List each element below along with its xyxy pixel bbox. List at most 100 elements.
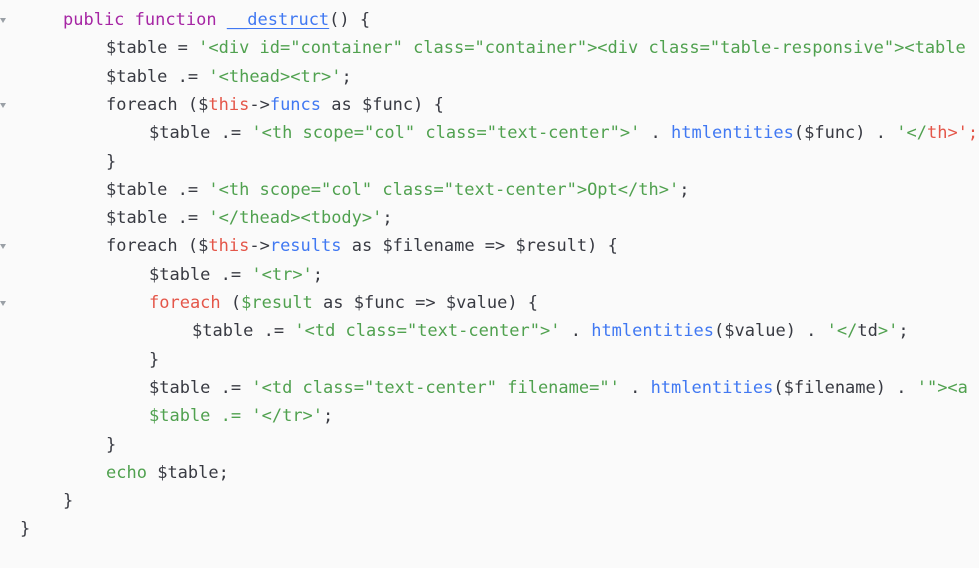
code-token: -> <box>249 236 270 257</box>
code-token: ) . <box>785 321 827 342</box>
fold-arrow-icon[interactable] <box>0 18 6 23</box>
code-token: $table <box>106 66 168 87</box>
code-token: public <box>63 10 125 30</box>
code-token: th>'; <box>926 123 979 144</box>
code-line: $table .= '<td class="text-center">' . h… <box>192 317 909 345</box>
code-token: $result <box>241 293 313 313</box>
code-token: $filename <box>783 377 876 398</box>
code-token: => <box>404 293 446 313</box>
code-token: $table <box>149 377 211 398</box>
code-token: td <box>857 321 878 342</box>
code-token: '<th scope="col" class="text-center">Opt… <box>208 179 680 200</box>
code-token: ; <box>679 179 690 200</box>
code-token: __destruct <box>226 10 330 30</box>
code-token: . <box>560 321 592 342</box>
code-token: ) { <box>507 293 539 313</box>
code-token: } <box>149 349 160 370</box>
code-token: ) . <box>855 123 897 144</box>
code-token: '"><a href="#" <box>916 377 979 398</box>
code-line: } <box>20 515 30 543</box>
code-token: . <box>640 123 672 144</box>
code-token: $value <box>445 293 508 313</box>
code-token: htmlentities <box>591 321 715 342</box>
code-token: results <box>269 236 342 257</box>
code-token: $filename <box>382 236 475 257</box>
code-token: ( <box>177 236 199 257</box>
code-token: $table <box>106 38 168 59</box>
code-token: '<tr>' <box>251 264 313 285</box>
code-line: echo $table; <box>106 459 229 487</box>
code-token: } <box>20 519 31 540</box>
code-token: echo <box>106 462 147 483</box>
code-token: . <box>619 377 651 398</box>
code-token <box>147 463 157 483</box>
fold-arrow-icon[interactable] <box>0 301 6 306</box>
code-token: '<thead><tr>' <box>208 66 342 87</box>
code-token: $table <box>192 321 254 342</box>
code-token: ; <box>312 264 324 285</box>
code-token: ( <box>714 321 725 342</box>
code-token: $func <box>361 94 414 115</box>
code-token: ; <box>323 406 334 427</box>
code-token: ) . <box>875 377 917 398</box>
code-token: >' <box>877 321 899 342</box>
code-line: $table .= '<thead><tr>'; <box>106 63 352 91</box>
code-token: .= <box>167 66 209 87</box>
code-token: '</tr>' <box>251 406 324 427</box>
code-token: this <box>208 236 250 257</box>
fold-arrow-icon[interactable] <box>0 102 6 108</box>
code-token: '<th scope="col" class="text-center">' <box>251 123 641 144</box>
code-token: .= <box>167 179 209 200</box>
code-token: this <box>208 94 250 115</box>
code-token: foreach <box>106 94 178 115</box>
code-token: $table <box>149 264 211 285</box>
code-token: '<td class="text-center" filename="' <box>251 377 620 398</box>
code-line: $table .= '<tr>'; <box>149 261 323 289</box>
code-token: '</thead><tbody>' <box>208 208 383 229</box>
code-line: } <box>149 346 159 374</box>
code-token: ( <box>220 293 242 313</box>
code-token: = <box>167 38 199 59</box>
code-token: => <box>474 236 516 257</box>
code-token: .= <box>210 377 252 398</box>
code-line: $table = '<div id="container" class="con… <box>106 34 966 62</box>
code-token: ( <box>773 377 784 398</box>
code-token: .= <box>167 208 209 229</box>
code-token: $ <box>198 236 209 257</box>
code-token: ( <box>177 94 199 115</box>
code-token: () { <box>329 10 371 30</box>
code-token: $table <box>106 208 168 229</box>
code-token: ; <box>218 462 229 483</box>
code-line: $table .= '<th scope="col" class="text-c… <box>149 119 978 147</box>
code-line: } <box>63 487 73 515</box>
code-token: .= <box>253 321 295 342</box>
code-token: .= <box>210 264 252 285</box>
code-line: $table .= '</tr>'; <box>149 402 333 430</box>
code-token: $table <box>157 462 219 483</box>
code-token: '</ <box>826 321 858 342</box>
fold-arrow-icon[interactable] <box>0 244 6 250</box>
code-line: $table .= '<td class="text-center" filen… <box>149 374 979 402</box>
code-token: '<td class="text-center">' <box>294 321 561 342</box>
code-token <box>124 10 134 30</box>
code-line: foreach ($this->funcs as $func) { <box>106 91 444 119</box>
code-token: function <box>134 10 217 30</box>
code-token: -> <box>249 94 270 115</box>
code-token: '</ <box>896 123 927 144</box>
code-token: funcs <box>269 94 322 115</box>
code-token: as <box>312 293 354 313</box>
code-token: $result <box>515 236 588 257</box>
code-token: .= <box>210 123 252 144</box>
code-token: foreach <box>149 293 221 313</box>
code-line: $table .= '<th scope="col" class="text-c… <box>106 176 689 204</box>
code-token: .= <box>210 406 252 427</box>
code-token: $value <box>724 321 786 342</box>
code-token: $table <box>106 179 168 200</box>
code-token: ) { <box>587 236 618 257</box>
code-line: public function __destruct() { <box>63 6 370 34</box>
code-token: $func <box>804 123 856 144</box>
code-token: as <box>341 236 383 257</box>
code-token: } <box>106 151 117 172</box>
code-token: ; <box>898 321 909 342</box>
